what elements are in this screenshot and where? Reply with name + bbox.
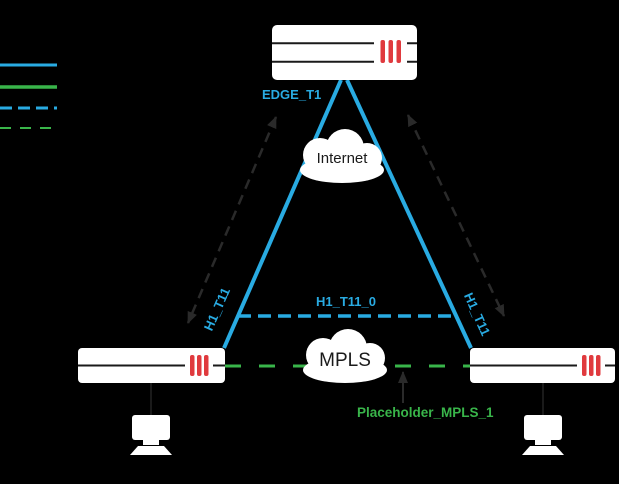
left-monitor-neck <box>143 440 159 445</box>
left-monitor-screen <box>132 415 170 440</box>
left-router-red-bar <box>197 355 202 376</box>
mpls-cloud-label: MPLS <box>319 350 371 371</box>
right-monitor-base <box>522 446 564 455</box>
right-monitor-screen <box>524 415 562 440</box>
edge-to-left-router-arrow <box>186 116 278 324</box>
mpls-link-label: Placeholder_MPLS_1 <box>357 405 494 420</box>
mpls-cloud-shape <box>303 357 387 383</box>
mpls-cloud: MPLS <box>303 329 387 383</box>
left-router-red-bar <box>204 355 209 376</box>
right-router-icon <box>470 348 615 383</box>
edge-router-label: EDGE_T1 <box>262 87 321 102</box>
edge-router-red-bar <box>380 40 385 63</box>
edge-router-red-bar <box>396 40 401 63</box>
internet-cloud-shape <box>300 157 384 183</box>
edge-right-link-label: H1_T11 <box>461 290 493 338</box>
edge-left-link-label: H1_T11 <box>201 285 233 333</box>
left-router-red-bar <box>190 355 195 376</box>
left-router-icon <box>78 348 225 383</box>
right-router-red-bar <box>582 355 587 376</box>
right-workstation-icon <box>522 383 564 455</box>
right-router-red-bar <box>596 355 601 376</box>
right-monitor-neck <box>535 440 551 445</box>
edge-router-red-bar <box>388 40 393 63</box>
internet-cloud: Internet <box>300 129 384 183</box>
edge-left-link <box>222 79 343 349</box>
edge-right-link <box>345 79 473 349</box>
left-workstation-icon <box>130 383 172 455</box>
legend <box>0 63 57 129</box>
internet-cloud-label: Internet <box>317 150 369 167</box>
edge-router-icon <box>272 25 417 80</box>
edge-to-right-router-arrow <box>406 114 506 317</box>
left-monitor-base <box>130 446 172 455</box>
tunnel-link-label: H1_T11_0 <box>316 294 376 309</box>
right-router-red-bar <box>589 355 594 376</box>
